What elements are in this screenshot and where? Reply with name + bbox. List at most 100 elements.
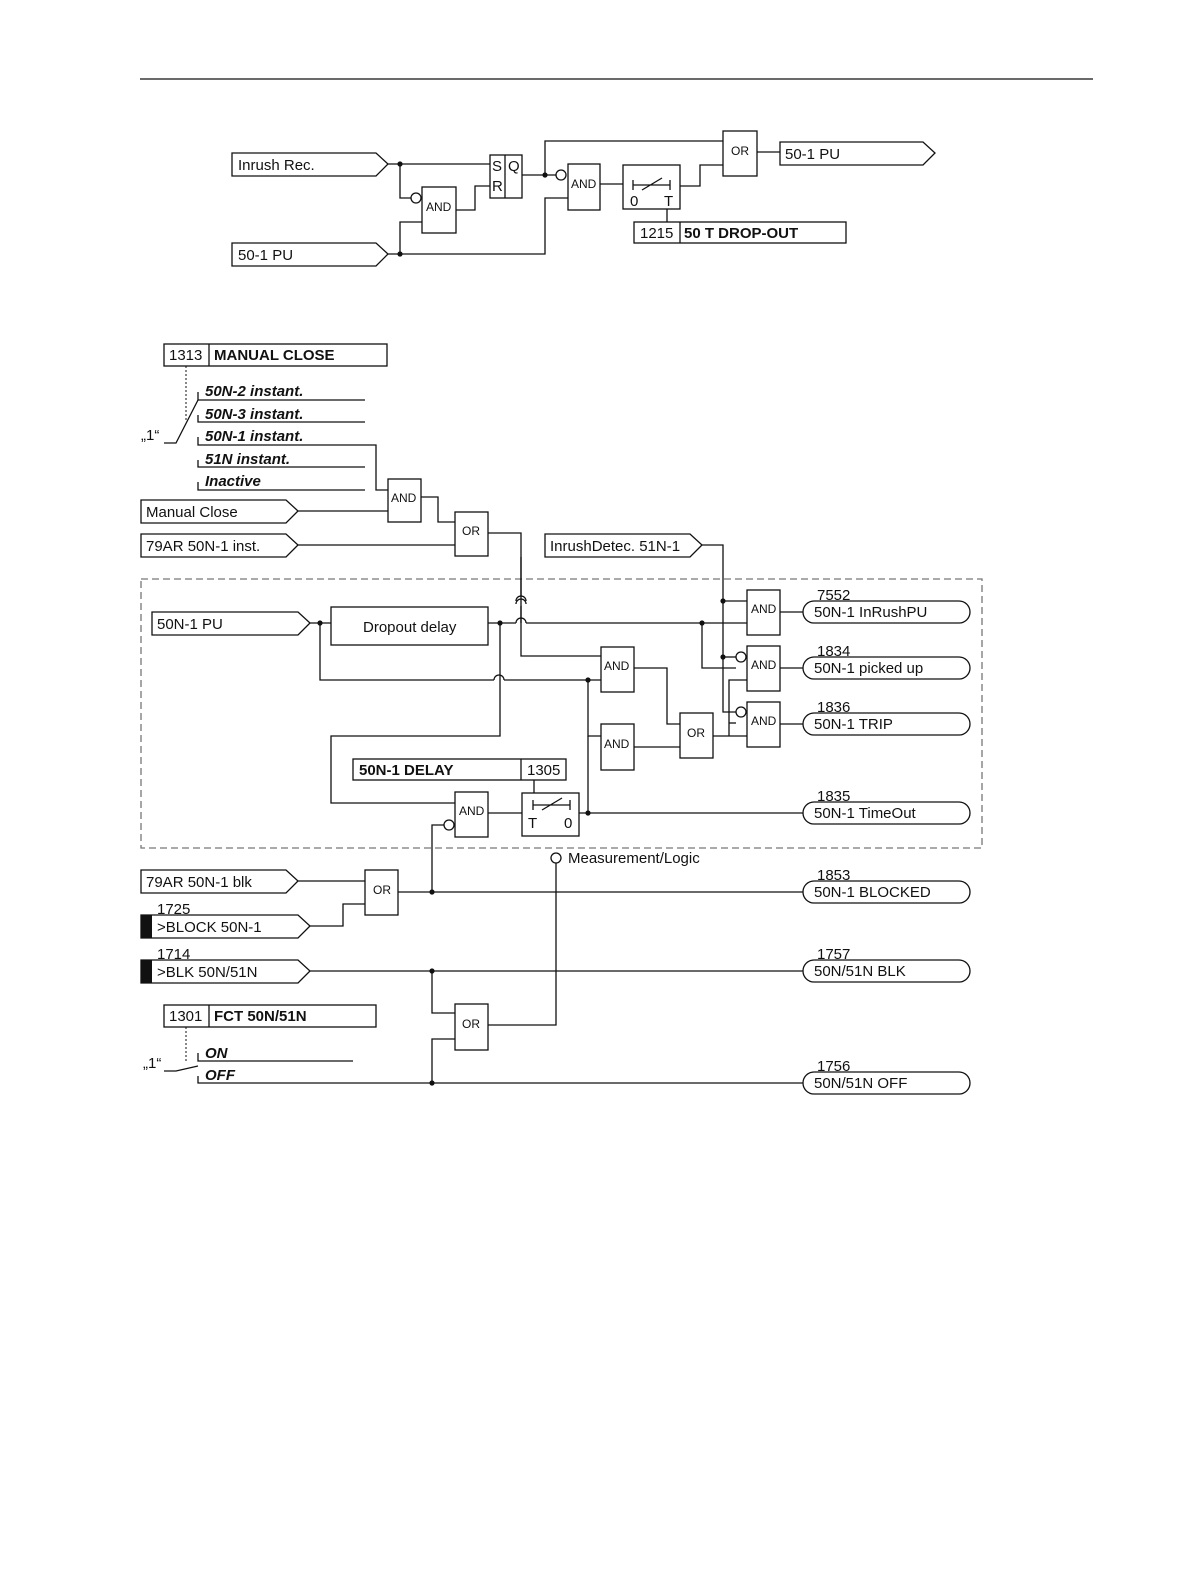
output-label: 50N-1 TimeOut <box>814 805 917 822</box>
option-50n-2-instant: 50N-2 instant. <box>205 383 303 400</box>
input-79ar-inst-label: 79AR 50N-1 inst. <box>146 538 260 555</box>
and-gate-top-1: AND <box>410 186 457 234</box>
or-gate-block: OR <box>364 869 399 916</box>
option-50n-3-instant: 50N-3 instant. <box>205 406 303 423</box>
param-1301-num: 1301 <box>169 1008 202 1025</box>
and-gate-right-2-label: AND <box>751 658 777 672</box>
option-50n-1-instant: 50N-1 instant. <box>205 428 303 445</box>
input-manual-close-label: Manual Close <box>146 504 238 521</box>
output-label: 50N/51N BLK <box>814 963 906 980</box>
or-gate-mid-label: OR <box>687 726 705 740</box>
input-block-50n-1: 1725 >BLOCK 50N-1 <box>140 901 311 939</box>
and-gate-top-1-label: AND <box>426 200 452 214</box>
timer-top: 0 T <box>622 164 681 210</box>
param-1215: 1215 50 T DROP-OUT <box>633 221 847 244</box>
output-label: 50N-1 InRushPU <box>814 604 927 621</box>
or-gate-top-label: OR <box>731 144 749 158</box>
manual-close-switch-label: „1“ <box>141 427 159 444</box>
input-manual-close: Manual Close <box>140 499 299 524</box>
and-gate-right-2: AND <box>735 645 781 692</box>
param-1215-name: 50 T DROP-OUT <box>684 225 798 242</box>
output-number: 1756 <box>817 1058 850 1075</box>
input-50n-1-pu: 50N-1 PU <box>151 611 311 636</box>
main-diagram: 1313 MANUAL CLOSE „1“ 50N-2 instant. 50N… <box>140 343 983 1095</box>
and-gate-mid-1: AND <box>600 646 635 693</box>
and-gate-mid-2-label: AND <box>604 737 630 751</box>
input-block-num: 1725 <box>157 901 190 918</box>
param-1313-num: 1313 <box>169 347 202 364</box>
input-blk-num: 1714 <box>157 946 190 963</box>
delay-timer-right: 0 <box>564 815 572 832</box>
dropout-delay-block: Dropout delay <box>330 606 489 646</box>
timer-top-right: T <box>664 193 673 210</box>
measurement-logic-marker <box>550 852 562 864</box>
output-50-1-pu-label: 50-1 PU <box>785 146 840 163</box>
and-gate-right-1-label: AND <box>751 602 777 616</box>
param-1305-name: 50N-1 DELAY <box>359 762 453 779</box>
and-gate-top-2-label: AND <box>571 177 597 191</box>
or-gate-top: OR <box>722 130 758 177</box>
and-gate-right-1: AND <box>746 589 781 636</box>
input-79ar-blk-label: 79AR 50N-1 blk <box>146 874 252 891</box>
and-gate-right-3-label: AND <box>751 714 777 728</box>
and-gate-top-2: AND <box>555 163 601 211</box>
output-number: 1836 <box>817 699 850 716</box>
sr-s-label: S <box>492 158 502 175</box>
and-gate-mid-1-label: AND <box>604 659 630 673</box>
manual-close-options: 50N-2 instant. 50N-3 instant. 50N-1 inst… <box>197 383 388 491</box>
measurement-logic-label: Measurement/Logic <box>568 850 700 867</box>
input-50n-1-pu-label: 50N-1 PU <box>157 616 223 633</box>
output-number: 1757 <box>817 946 850 963</box>
or-gate-mid: OR <box>679 712 714 759</box>
or-gate-manual: OR <box>454 511 489 557</box>
input-inrush-rec: Inrush Rec. <box>231 152 389 177</box>
output-label: 50N-1 BLOCKED <box>814 884 931 901</box>
delay-timer-left: T <box>528 815 537 832</box>
param-1305: 50N-1 DELAY 1305 <box>352 758 567 781</box>
or-gate-manual-label: OR <box>462 524 480 538</box>
output-pill <box>802 656 971 680</box>
sr-flipflop: S R Q <box>489 154 523 199</box>
or-gate-block-label: OR <box>373 883 391 897</box>
input-50-1-pu: 50-1 PU <box>231 242 389 267</box>
or-gate-fct-label: OR <box>462 1017 480 1031</box>
option-inactive: Inactive <box>205 473 261 490</box>
and-gate-mid-2: AND <box>600 723 635 771</box>
output-label: 50N-1 TRIP <box>814 716 893 733</box>
output-label: 50N/51N OFF <box>814 1075 907 1092</box>
and-gate-right-3: AND <box>735 701 781 748</box>
output-number: 7552 <box>817 587 850 604</box>
param-1305-num: 1305 <box>527 762 560 779</box>
input-50-1-pu-label: 50-1 PU <box>238 247 293 264</box>
timer-top-left: 0 <box>630 193 638 210</box>
output-pill <box>802 801 971 825</box>
param-1215-num: 1215 <box>640 225 673 242</box>
input-79ar-inst: 79AR 50N-1 inst. <box>140 533 299 558</box>
output-pill <box>802 600 971 624</box>
param-1313: 1313 MANUAL CLOSE <box>163 343 388 367</box>
input-inrush-rec-label: Inrush Rec. <box>238 157 315 174</box>
input-blk-50n-51n: 1714 >BLK 50N/51N <box>140 946 311 984</box>
fct-switch-label: „1“ <box>143 1055 161 1072</box>
sr-r-label: R <box>492 178 503 195</box>
dropout-delay-label: Dropout delay <box>363 619 457 636</box>
option-on: ON <box>205 1045 229 1062</box>
output-number: 1835 <box>817 788 850 805</box>
fct-options: ON OFF <box>197 1045 803 1084</box>
output-label: 50N-1 picked up <box>814 660 923 677</box>
measurement-logic-region <box>140 578 983 849</box>
sr-q-label: Q <box>508 158 520 175</box>
output-50-1-pu: 50-1 PU <box>779 141 936 166</box>
delay-timer: T 0 <box>521 792 580 837</box>
output-pill <box>802 712 971 736</box>
and-gate-manual-label: AND <box>391 491 417 505</box>
